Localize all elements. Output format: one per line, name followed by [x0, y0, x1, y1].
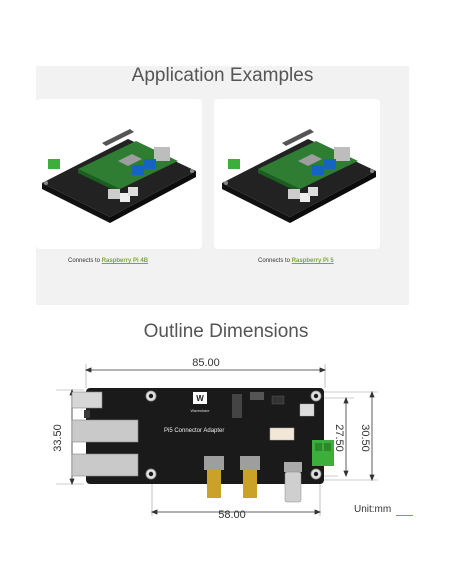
unit-label: Unit:mm [354, 504, 392, 515]
right-height-dimension: 30.50 [359, 424, 371, 452]
svg-text:W: W [196, 394, 204, 403]
board-label: Pi5 Connector Adapter [164, 428, 224, 434]
bottom-dimension: 58.00 [218, 509, 246, 521]
mini-hdmi-right-plug [243, 470, 257, 498]
pi5-caption: Connects to Raspberry Pi 5 [258, 258, 334, 264]
unit-underline [396, 515, 413, 516]
raspberry-pi-4b-link[interactable]: Raspberry Pi 4B [101, 258, 149, 264]
left-height-dimension: 33.50 [52, 424, 64, 452]
mini-hdmi-right-head [240, 456, 260, 470]
brand-text: Waveshare [190, 409, 209, 413]
pi4b-caption-prefix: Connects to [68, 258, 102, 264]
application-examples-title: Application Examples [131, 65, 314, 86]
pi5-example-card [214, 99, 380, 249]
width-dimension: 85.00 [192, 357, 220, 369]
waveshare-logo [193, 392, 207, 404]
outline-dimensions-title: Outline Dimensions [143, 321, 309, 342]
mini-hdmi-left-head [204, 456, 224, 470]
pi5-caption-prefix: Connects to [258, 258, 292, 264]
jst-connector [269, 427, 295, 441]
left-usb-port-middle [71, 419, 139, 443]
mid-height-dimension: 27.50 [333, 424, 345, 452]
usb-c-small-port [299, 403, 315, 417]
raspberry-pi-5-link[interactable]: Raspberry Pi 5 [291, 258, 334, 264]
outline-dimensions-drawing: 85.00 33.50 27.50 30.50 58.00 W Waveshar… [52, 357, 378, 521]
left-usb-port-top [71, 391, 103, 409]
mini-hdmi-left-plug [207, 470, 221, 498]
adapter-board [86, 388, 324, 484]
application-examples-panel: Application Examples [36, 65, 409, 305]
pi4b-board-image [42, 129, 196, 223]
left-usb-port-bottom [71, 453, 139, 477]
pi5-board-image [222, 129, 376, 223]
pi4b-example-card [36, 99, 202, 249]
usb-c-bottom-port [284, 471, 302, 503]
pi4b-caption: Connects to Raspberry Pi 4B [68, 258, 148, 264]
